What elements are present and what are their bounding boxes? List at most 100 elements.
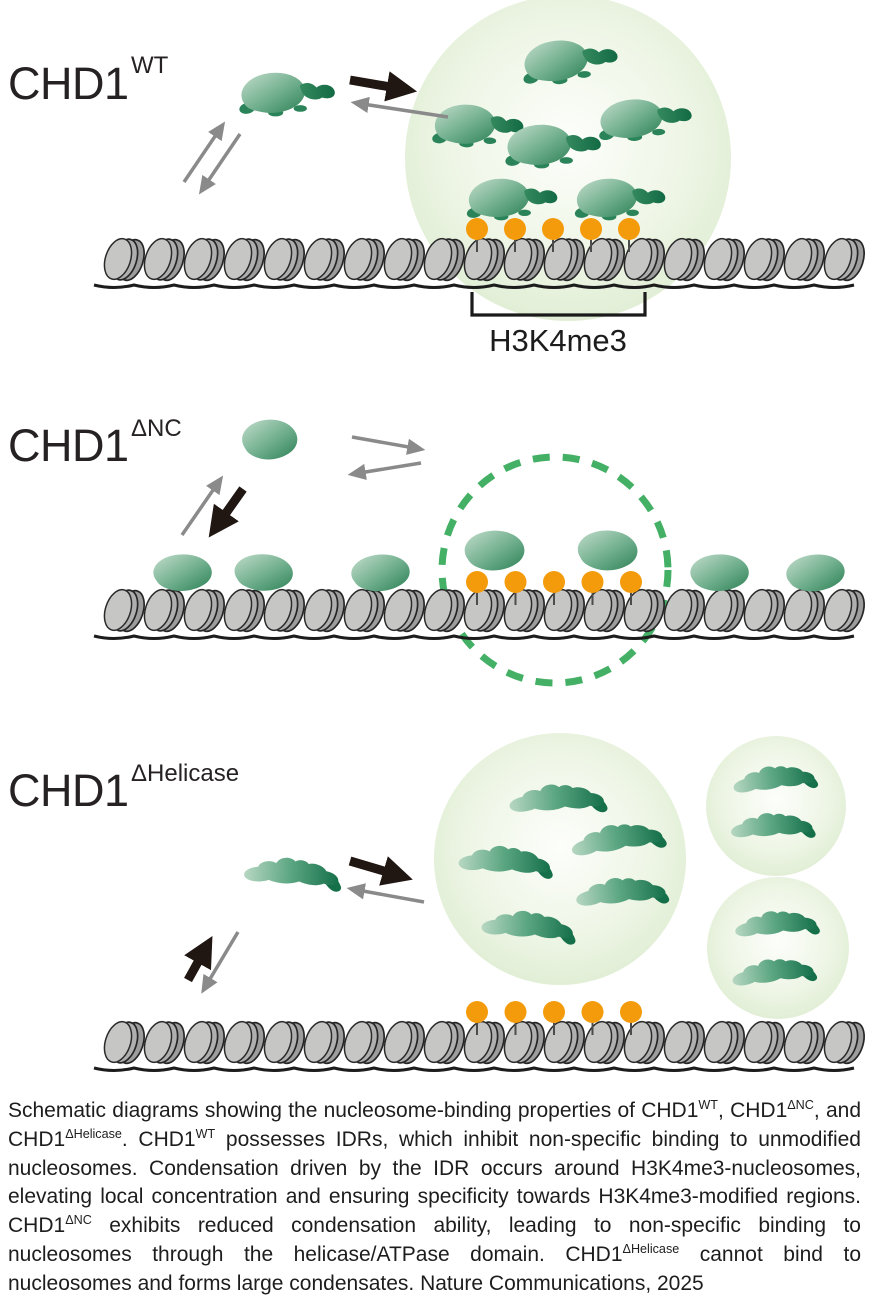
caption-text: . CHD1 — [121, 1127, 196, 1151]
nucleosome — [218, 1017, 270, 1068]
panel-label-wt: CHD1 — [8, 58, 129, 109]
chd1-dnc-protein-bound — [233, 552, 295, 593]
nucleosome-array — [93, 234, 870, 289]
nucleosome — [818, 585, 870, 636]
nucleosome — [578, 585, 630, 636]
nucleosome — [178, 585, 230, 636]
nucleosome — [778, 585, 830, 636]
chd1-dnc-protein-bound — [464, 530, 525, 571]
nucleosome — [218, 234, 270, 285]
nucleosome — [618, 1017, 670, 1068]
chd1-dnc-protein-bound — [785, 552, 846, 594]
arrow-condensation-forward — [351, 435, 426, 455]
figure-caption: Schematic diagrams showing the nucleosom… — [8, 1097, 861, 1298]
caption-text: cannot bind to nucleosomes and forms lar… — [8, 1242, 861, 1295]
nucleosome — [658, 1017, 710, 1068]
panel-chd1-dnc: CHD1 ΔNC — [8, 415, 870, 687]
arrow-binding-strong — [208, 486, 247, 538]
nucleosome — [698, 1017, 750, 1068]
chd1-dnc-protein-bound — [576, 528, 639, 572]
panel-label-dnc: CHD1 — [8, 420, 129, 471]
nucleosome — [258, 234, 310, 285]
nucleosome — [418, 585, 470, 636]
arrow-unbinding — [182, 121, 226, 183]
h3k4me3-bracket — [470, 292, 647, 317]
h3k4me3-label: H3K4me3 — [489, 323, 627, 358]
nucleosome — [298, 1017, 350, 1068]
dna-linker-line — [93, 1066, 855, 1072]
nucleosome — [378, 1017, 430, 1068]
caption-superscript: ΔHelicase — [622, 1241, 680, 1256]
arrow-unbinding — [180, 475, 224, 536]
dna-linker-line — [93, 283, 855, 289]
dashed-condensate-circle — [438, 453, 672, 687]
nucleosome — [418, 1017, 470, 1068]
caption-superscript: ΔHelicase — [65, 1126, 122, 1141]
panel-label-dhelicase-sup: ΔHelicase — [131, 760, 239, 787]
nucleosome — [498, 585, 550, 636]
nucleosome — [98, 234, 150, 285]
chd1-dnc-protein-bound — [350, 553, 411, 593]
nucleosome — [498, 1017, 550, 1068]
caption-superscript: ΔNC — [787, 1098, 814, 1112]
nucleosome — [298, 585, 350, 636]
nucleosome — [738, 234, 790, 285]
caption-text: possesses IDRs, which inhibit non-specif… — [8, 1127, 861, 1238]
caption-superscript: WT — [698, 1098, 718, 1112]
nucleosome — [138, 585, 190, 636]
nucleosome — [738, 585, 790, 636]
nucleosome — [138, 1017, 190, 1068]
nucleosome — [578, 1017, 630, 1068]
nucleosome — [538, 585, 590, 636]
nucleosome — [98, 585, 150, 636]
nucleosome — [458, 1017, 510, 1068]
dna-linker-line — [93, 634, 855, 640]
nucleosome — [338, 1017, 390, 1068]
nucleosome — [818, 1017, 870, 1068]
nucleosome — [658, 585, 710, 636]
panel-chd1-wt: H3K4me3 CHD1 WT — [8, 0, 870, 358]
nucleosome — [778, 234, 830, 285]
nucleosome-array — [93, 1017, 870, 1072]
nucleosome — [258, 585, 310, 636]
small-condensate-circle — [706, 736, 846, 876]
nucleosome — [178, 234, 230, 285]
nucleosome — [178, 1017, 230, 1068]
arrow-condensation-reverse — [350, 96, 449, 119]
panel-label-dnc-sup: ΔNC — [131, 415, 182, 442]
schematic-canvas: H3K4me3 CHD1 WT CHD1 ΔNC — [8, 0, 870, 1072]
panel-label-dhelicase: CHD1 — [8, 765, 129, 816]
arrow-condensation-reverse — [346, 883, 425, 904]
panel-chd1-dhelicase: CHD1 ΔHelicase — [8, 733, 870, 1072]
nucleosome — [258, 1017, 310, 1068]
nucleosome — [218, 585, 270, 636]
arrow-condensation-forward — [349, 71, 418, 102]
small-condensate-circle — [707, 877, 849, 1019]
arrow-unbinding-strong — [184, 935, 213, 983]
panel-label-wt-sup: WT — [131, 52, 169, 79]
nucleosome — [778, 1017, 830, 1068]
nucleosome — [738, 1017, 790, 1068]
caption-superscript: WT — [195, 1126, 216, 1141]
chd1-protein — [239, 72, 335, 117]
nucleosome — [98, 1017, 150, 1068]
nucleosome — [338, 234, 390, 285]
nucleosome — [138, 234, 190, 285]
chd1-dnc-protein — [242, 419, 298, 460]
caption-text: exhibits reduced condensation ability, l… — [8, 1214, 861, 1266]
arrow-binding — [198, 133, 242, 195]
nucleosome — [538, 1017, 590, 1068]
nucleosome — [378, 585, 430, 636]
nucleosome — [618, 585, 670, 636]
caption-text: , CHD1 — [718, 1099, 788, 1122]
nucleosome — [298, 234, 350, 285]
chd1-dhelicase-protein — [243, 855, 343, 892]
chd1-dnc-protein-bound — [153, 554, 212, 591]
arrow-condensation-strong — [348, 856, 413, 886]
caption-superscript: ΔNC — [65, 1213, 92, 1228]
caption-text: Schematic diagrams showing the nucleosom… — [8, 1099, 699, 1122]
nucleosome — [458, 585, 510, 636]
nucleosome — [818, 234, 870, 285]
nucleosome — [698, 585, 750, 636]
